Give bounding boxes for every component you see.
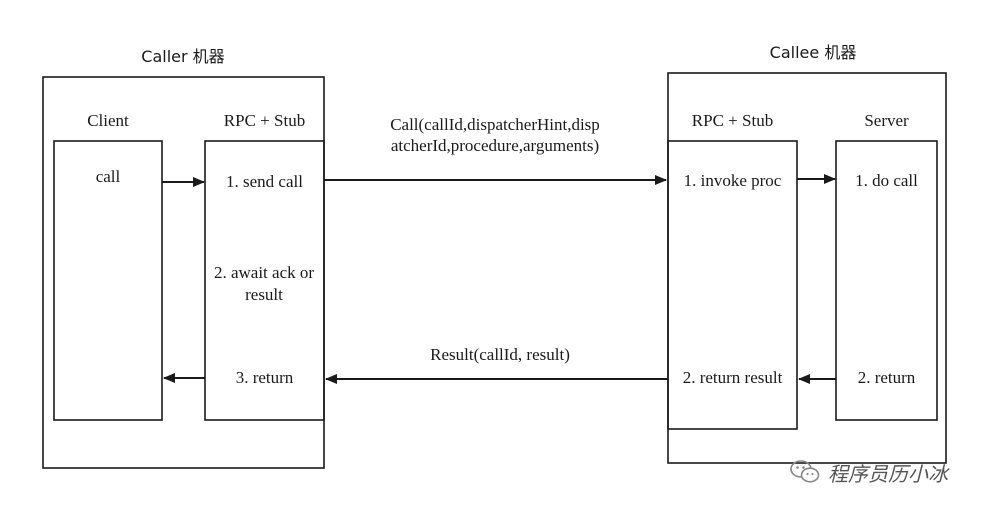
caller-stub-step1: 1. send call (226, 172, 303, 191)
server-header: Server (864, 111, 909, 130)
caller-stub-step3: 3. return (235, 368, 294, 387)
watermark: 程序员历小冰 (790, 455, 948, 489)
result-message-label: Result(callId, result) (430, 345, 570, 364)
caller-machine-title: Caller 机器 (141, 47, 225, 66)
server-step1: 1. do call (855, 171, 918, 190)
call-message-line1: Call(callId,dispatcherHint,disp (390, 115, 600, 134)
server-step2: 2. return (857, 368, 916, 387)
client-box (53, 140, 163, 421)
wechat-icon (790, 459, 820, 485)
call-message-line2: atcherId,procedure,arguments) (390, 136, 600, 155)
callee-stub-header: RPC + Stub (691, 111, 774, 130)
callee-stub-box (667, 140, 798, 430)
caller-stub-header: RPC + Stub (223, 111, 306, 130)
watermark-text: 程序员历小冰 (828, 461, 948, 486)
caller-stub-step2: 2. await ack or result (213, 263, 315, 304)
callee-stub-step1: 1. invoke proc (683, 171, 782, 190)
callee-machine-title: Callee 机器 (769, 43, 857, 62)
client-step-call: call (95, 167, 121, 186)
callee-stub-step2: 2. return result (682, 368, 783, 387)
server-box (835, 140, 938, 421)
client-header: Client (87, 111, 129, 130)
caller-stub-box (204, 140, 325, 421)
